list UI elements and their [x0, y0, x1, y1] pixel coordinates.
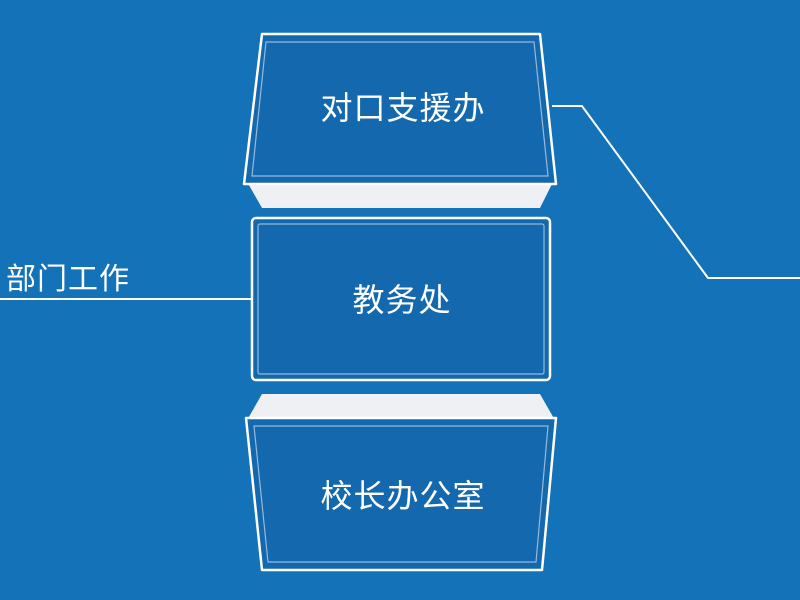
middle-box-label: 教务处 [352, 281, 452, 319]
top-block [242, 32, 558, 208]
bottom-block-body [244, 416, 558, 572]
bottom-box-label: 校长办公室 [320, 477, 486, 515]
middle-block-inner-outline [257, 223, 545, 375]
middle-block-body [250, 216, 552, 382]
side-label: 部门工作 [6, 262, 130, 297]
middle-block [250, 216, 552, 382]
top-block-body [242, 32, 558, 186]
top-block-face [246, 180, 554, 208]
right-connector-line [552, 105, 800, 279]
bottom-block-face [246, 394, 556, 422]
bottom-block [244, 394, 558, 572]
top-box-label: 对口支援办 [320, 89, 486, 127]
bottom-block-inner-outline [253, 425, 549, 563]
top-block-inner-outline [251, 41, 549, 177]
